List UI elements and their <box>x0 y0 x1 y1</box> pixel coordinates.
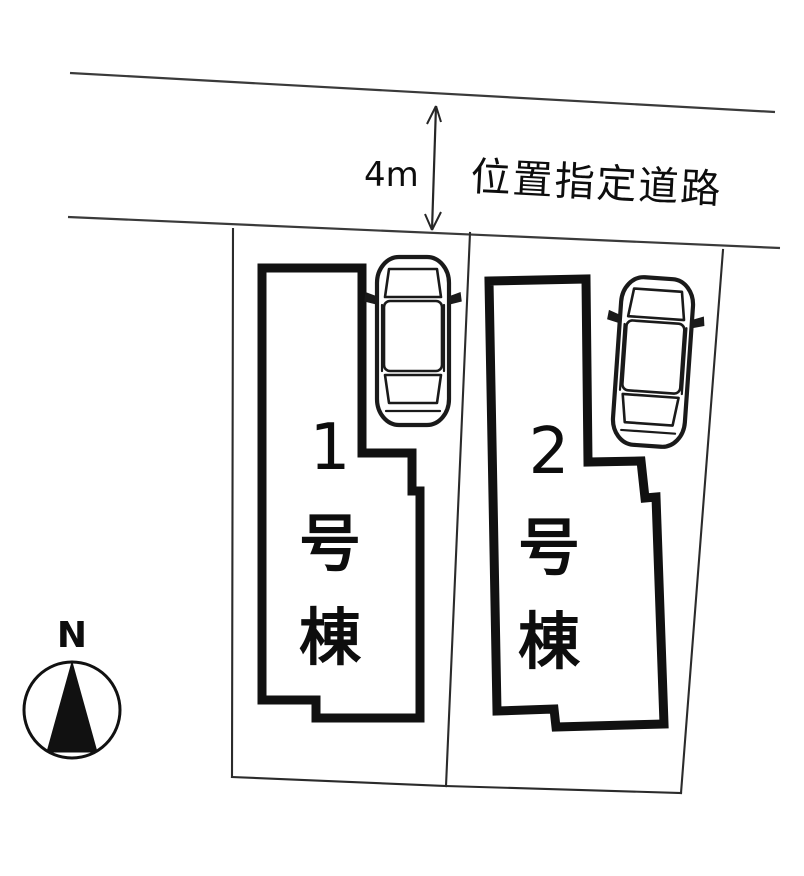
lot-1-kanji-go: 号 <box>299 507 361 580</box>
road-top-edge <box>69 71 776 114</box>
car-lot-1-windshield <box>383 267 443 299</box>
car-lot-2-right-mirror <box>690 316 705 329</box>
building-1-outline <box>257 263 425 723</box>
car-lot-2-left-mirror <box>607 309 621 324</box>
car-lot-1-rear-window <box>383 373 443 405</box>
lot-2-kanji-go: 号 <box>518 511 580 584</box>
car-lot-2-right-crease <box>680 327 688 396</box>
car-lot-1-right-mirror <box>448 292 462 305</box>
road-width-dimension <box>424 105 442 231</box>
car-lot-2 <box>607 275 705 449</box>
lot-1-number-label: 1 <box>310 411 351 485</box>
road-band <box>67 71 781 250</box>
dimension-arrowhead-bottom <box>424 211 442 231</box>
road-type-label: 位置指定道路 <box>469 154 723 213</box>
car-lot-2-left-crease <box>618 322 626 391</box>
compass-north-label: N <box>57 615 87 656</box>
car-lot-1 <box>364 254 462 428</box>
lot-boundaries <box>230 227 725 795</box>
car-lot-2-roof <box>621 319 686 395</box>
lot-2-kanji-tou: 棟 <box>518 605 581 678</box>
dimension-arrowhead-top <box>426 105 442 125</box>
lot-2-bottom-boundary <box>444 784 683 795</box>
lot-1-bottom-boundary <box>230 775 448 788</box>
lot-2-number-label: 2 <box>529 415 570 489</box>
road-width-label: 4m <box>364 155 419 195</box>
lot-1-left-boundary <box>230 227 235 779</box>
lot-divider-boundary <box>444 231 472 788</box>
north-compass: N <box>22 615 122 760</box>
north-needle-icon <box>46 660 98 753</box>
car-lot-2-rear-window <box>621 392 680 427</box>
car-lot-1-roof <box>382 299 444 373</box>
dimension-shaft <box>430 105 438 231</box>
road-bottom-edge <box>67 215 781 250</box>
lot-1-kanji-tou: 棟 <box>299 601 362 674</box>
lot-2-right-boundary <box>679 248 725 795</box>
car-lot-1-left-mirror <box>364 292 378 305</box>
car-lot-2-hood-seam <box>620 428 677 435</box>
car-lot-2-windshield <box>626 287 686 322</box>
building-2-outline <box>484 274 669 732</box>
building-1-footprint <box>257 263 425 723</box>
building-2-footprint <box>484 274 669 732</box>
